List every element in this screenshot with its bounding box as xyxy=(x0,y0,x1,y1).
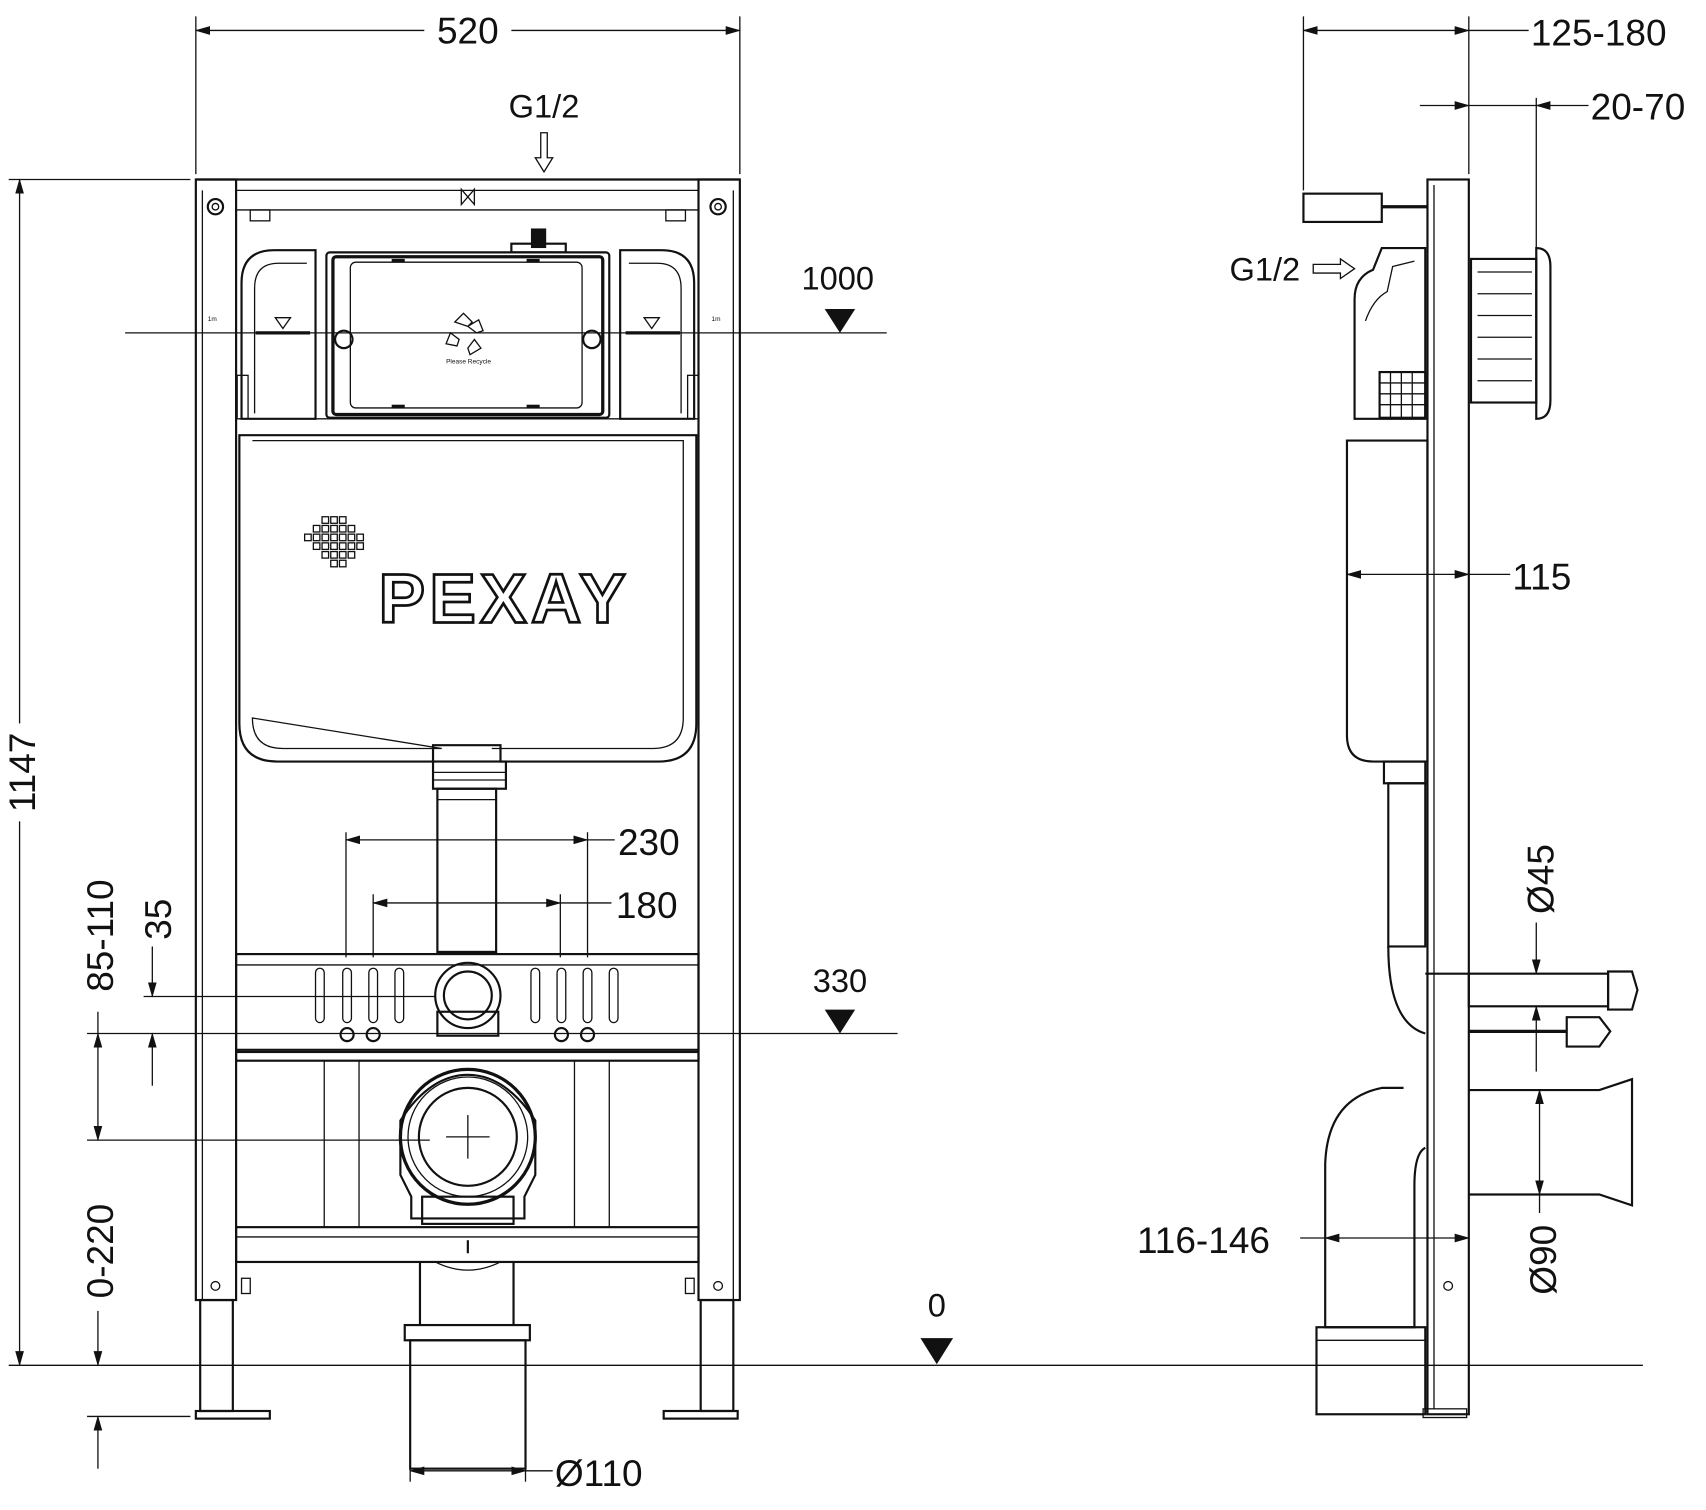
dim-20-70: 20-70 xyxy=(1419,87,1686,249)
recycle-text: Please Recycle xyxy=(446,358,491,365)
brand-logo-icon: PEXAY xyxy=(303,516,630,639)
dim-d45: Ø45 xyxy=(1521,844,1562,1072)
level-330: 330 xyxy=(87,962,898,1035)
flush-pipe xyxy=(431,760,508,953)
level-marker-icon xyxy=(824,1009,856,1034)
level-330-label: 330 xyxy=(813,962,867,999)
flush-button xyxy=(1469,246,1552,420)
inlet-label: G1/2 xyxy=(509,87,580,124)
dim-85-110: 85-110 xyxy=(80,879,430,1142)
level-marker-icon xyxy=(824,308,856,333)
dim-d90-label: Ø90 xyxy=(1523,1225,1564,1295)
dim-520: 520 xyxy=(194,11,741,175)
dim-1147: 1147 xyxy=(2,178,191,1367)
inlet-g12-side: G1/2 xyxy=(1229,251,1356,288)
level-1000-label: 1000 xyxy=(801,259,874,296)
dim-115: 115 xyxy=(1345,557,1571,598)
meter-mark-left: 1m xyxy=(208,316,217,323)
dim-180: 180 xyxy=(372,885,678,958)
dim-0-220-label: 0-220 xyxy=(80,1204,121,1299)
dim-d45-label: Ø45 xyxy=(1521,844,1562,914)
dim-35-label: 35 xyxy=(138,899,179,940)
level-0-label: 0 xyxy=(928,1286,946,1323)
dim-125-180-label: 125-180 xyxy=(1531,13,1667,54)
side-cistern xyxy=(1302,192,1469,1035)
dim-125-180: 125-180 xyxy=(1302,13,1667,191)
width-dim-label: 520 xyxy=(437,11,499,52)
height-dim-label: 1147 xyxy=(2,733,43,813)
dim-230: 230 xyxy=(344,822,680,958)
level-0: 0 xyxy=(8,1286,1643,1366)
cistern-tank: Please Recycle 1m 1m PEXAY xyxy=(208,228,721,763)
dim-116-146-label: 116-146 xyxy=(1137,1220,1270,1261)
recycle-icon: Please Recycle xyxy=(445,312,491,365)
drain-outlet xyxy=(398,1067,537,1470)
inlet-arrow-icon xyxy=(534,132,554,174)
mounting-plate xyxy=(235,952,700,1264)
dim-230-label: 230 xyxy=(618,822,680,863)
inlet-arrow-icon xyxy=(1312,257,1356,280)
frame xyxy=(194,178,741,1420)
meter-mark-right: 1m xyxy=(712,316,721,323)
side-pipes xyxy=(1315,970,1639,1416)
dim-116-146: 116-146 xyxy=(1137,1220,1470,1261)
dim-0-220: 0-220 xyxy=(80,1204,191,1469)
front-view: Please Recycle 1m 1m PEXAY xyxy=(2,11,1643,1494)
level-marker-icon xyxy=(920,1338,954,1365)
side-inlet-label: G1/2 xyxy=(1229,251,1300,288)
side-view: 125-180 20-70 G1/2 115 Ø45 Ø90 xyxy=(1137,13,1686,1419)
dim-d110-label: Ø110 xyxy=(555,1453,643,1494)
dim-20-70-label: 20-70 xyxy=(1591,87,1686,128)
dim-35: 35 xyxy=(138,899,436,1086)
inlet-g12-front: G1/2 xyxy=(509,87,580,174)
dim-d110: Ø110 xyxy=(409,1414,643,1494)
dim-85-110-label: 85-110 xyxy=(80,879,121,991)
side-frame xyxy=(1422,178,1470,1419)
dim-115-label: 115 xyxy=(1512,557,1571,598)
dim-d90: Ø90 xyxy=(1523,1088,1564,1295)
dim-180-label: 180 xyxy=(616,885,678,926)
brand-logo-text: PEXAY xyxy=(379,559,630,637)
level-1000: 1000 xyxy=(125,259,887,334)
